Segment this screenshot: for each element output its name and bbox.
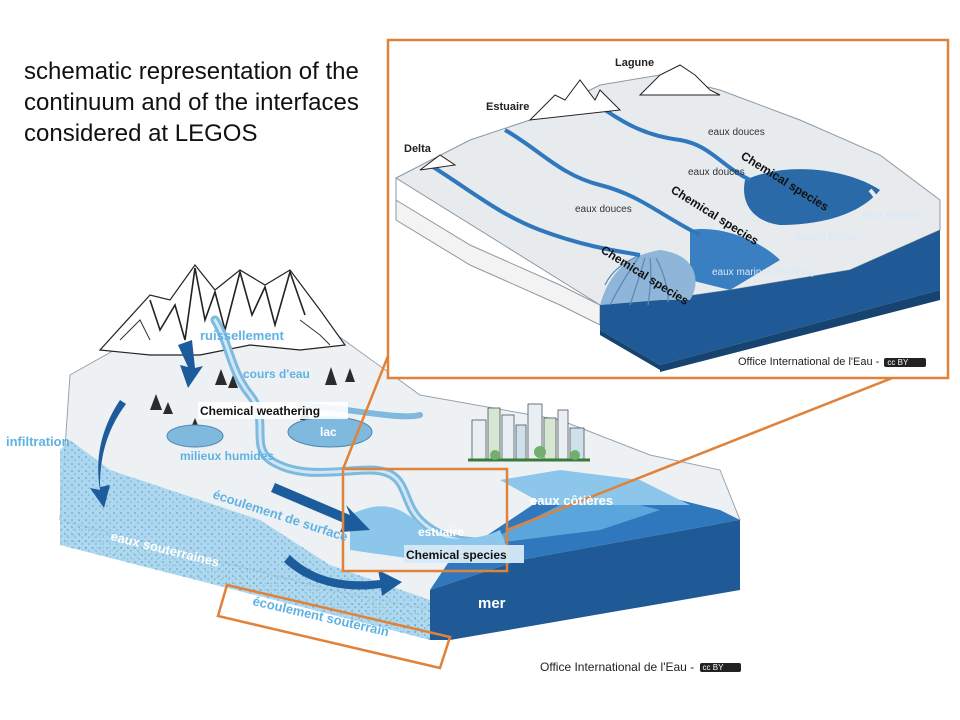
mountains <box>98 264 347 356</box>
inset-label-eaux-douces-1: eaux douces <box>708 127 765 138</box>
label-cours-deau-text: cours d'eau <box>243 367 310 381</box>
inset-label-delta: Delta <box>404 143 432 155</box>
coastal-water <box>500 470 690 505</box>
zoom-line-left <box>341 355 390 470</box>
main-credit: Office International de l'Eau - cc BY <box>540 660 742 674</box>
inset-diagram: Lagune Estuaire Delta eaux douces eaux d… <box>386 38 950 380</box>
inset-label-lagune: Lagune <box>615 57 654 69</box>
city-icon <box>468 403 590 462</box>
inset-label-cordon-littoral: cordon littoral <box>795 232 855 243</box>
main-credit-text: Office International de l'Eau - <box>540 660 695 674</box>
label-chemical-weathering: Chemical weathering <box>200 404 320 418</box>
inset-label-eaux-marines-marees: eaux marines (marées) <box>712 267 815 278</box>
sea-surface <box>430 490 740 590</box>
inset-mountains <box>419 64 721 171</box>
groundwater-flow-arrow <box>284 555 402 596</box>
estuary-highlight-box <box>341 467 509 573</box>
groundwater-highlight-box <box>216 583 452 670</box>
inset-river-delta <box>428 163 641 257</box>
cc-badge-icon: cc BY <box>699 663 742 673</box>
inset-label-eaux-douces-3: eaux douces <box>575 204 632 215</box>
flow-arrows <box>90 340 402 596</box>
label-estuaire: estuaire <box>418 525 464 539</box>
inset-label-estuaire: Estuaire <box>486 101 529 113</box>
surface-flow-arrow <box>271 483 370 532</box>
inset-label-eaux-marines: eaux marines <box>862 210 922 221</box>
wetland <box>166 424 224 448</box>
label-cours-deau: cours d'eau <box>243 367 310 381</box>
inset-river-lagune <box>588 98 751 182</box>
inset-lagoon <box>744 169 880 225</box>
label-eaux-cotieres: eaux côtières <box>530 493 613 508</box>
zoom-line-right <box>506 354 949 532</box>
slide-title: schematic representation of the continuu… <box>24 58 359 147</box>
inset-credit-text: Office International de l'Eau - <box>738 356 880 368</box>
cc-badge-icon: cc BY <box>884 357 927 367</box>
label-mer: mer <box>478 595 506 612</box>
label-milieux-humides: milieux humides <box>180 449 274 463</box>
label-ruissellement: ruissellement <box>200 328 284 343</box>
inset-delta <box>600 250 696 305</box>
inset-sea-surface <box>600 230 940 365</box>
sea-block-front <box>430 520 740 640</box>
inset-label-eaux-douces-2: eaux douces <box>688 167 745 178</box>
label-infiltration: infiltration <box>6 434 70 449</box>
label-chemical-species-estuary: Chemical species <box>406 548 507 562</box>
runoff-arrow <box>178 340 203 388</box>
label-lac: lac <box>320 425 337 439</box>
inset-credit: Office International de l'Eau - cc BY <box>738 356 927 368</box>
main-block-diagram: ruissellement cours d'eau Chemical weath… <box>6 264 949 670</box>
infiltration-arrow <box>90 400 126 508</box>
inset-river-estuary <box>504 128 701 237</box>
